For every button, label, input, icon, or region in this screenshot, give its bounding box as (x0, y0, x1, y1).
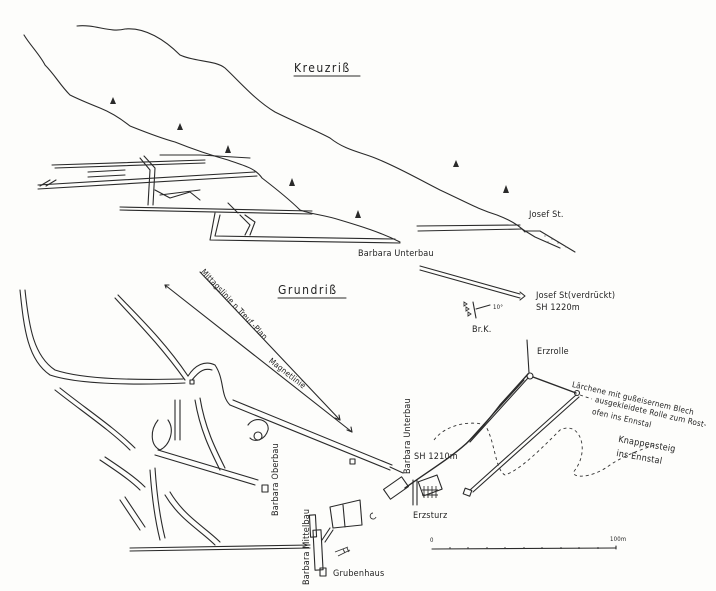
label-barbara-oberbau: Barbara Oberbau (271, 443, 281, 516)
ore-chute-system (462, 339, 593, 497)
josef-stollen-plan (419, 265, 526, 301)
label-dip-angle: 10° (493, 304, 504, 311)
scale-start-label: 0 (430, 537, 434, 544)
label-grubenhaus: Grubenhaus (333, 569, 385, 579)
label-josef-stollen-crushed: Josef St(verdrückt) (536, 291, 616, 301)
scale-end-label: 100m (610, 536, 627, 543)
label-erzrolle: Erzrolle (537, 347, 569, 357)
label-josef-stollen: Josef St. (529, 210, 564, 220)
label-barbara-mittelbau: Barbara Mittelbau (302, 508, 312, 585)
label-barbara-unterbau-section: Barbara Unterbau (358, 249, 434, 259)
erzsturz-buildings (382, 474, 443, 506)
plan-workings (19, 289, 393, 552)
meridian-lines (164, 271, 353, 433)
knappensteig-path (433, 422, 656, 477)
label-barbara-unterbau-plan: Barbara Unterbau (403, 398, 413, 474)
tree-icons (110, 97, 509, 218)
terrain-profile-upper (76, 25, 526, 233)
barbara-unterbau-adit (389, 373, 529, 489)
label-erzsturz: Erzsturz (413, 511, 448, 521)
terrain-profile-lower (23, 34, 401, 243)
title-grundriss: Grundriß (278, 283, 338, 297)
scale-bar (431, 545, 617, 550)
cross-section-workings (37, 154, 401, 244)
label-fault-marker: Br.K. (472, 325, 492, 335)
mittelbau-buildings (308, 499, 377, 577)
josef-stollen-section (416, 224, 576, 253)
waste-dump (544, 235, 567, 249)
label-josef-elevation: SH 1220m (536, 303, 580, 313)
fault-dip-symbol (463, 301, 491, 319)
title-kreuzriss: Kreuzriß (294, 61, 351, 75)
label-barbara-elevation: SH 1210m (414, 452, 458, 462)
